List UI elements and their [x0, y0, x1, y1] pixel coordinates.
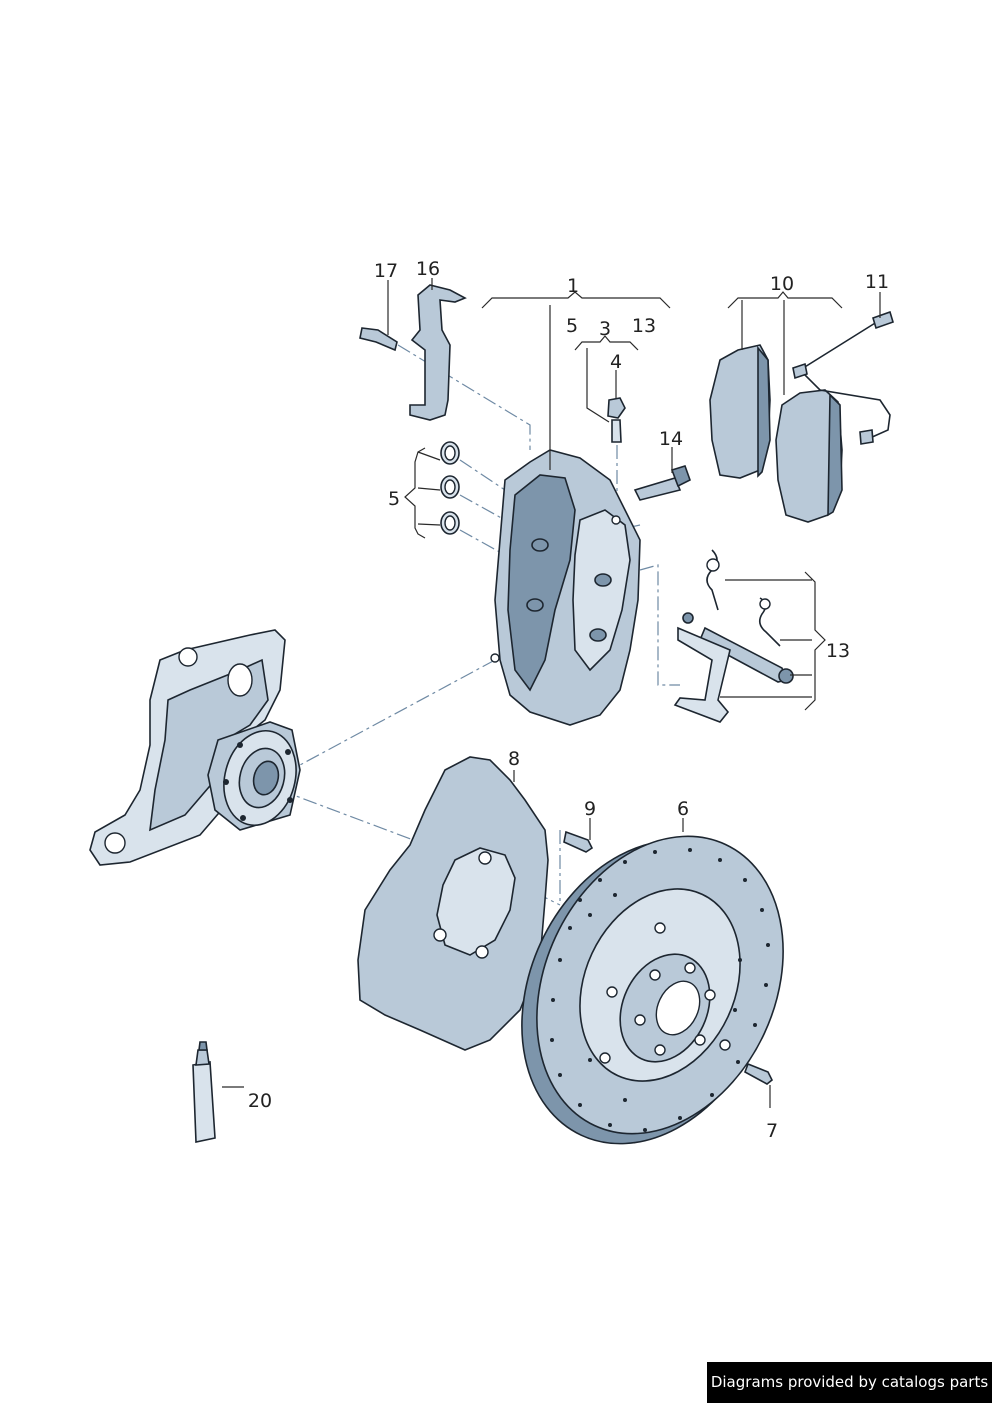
callout-7: 7 [766, 1120, 778, 1142]
callout-11: 11 [865, 271, 889, 293]
callout-10: 10 [770, 273, 794, 295]
callout-16: 16 [416, 258, 440, 280]
callout-17: 17 [374, 260, 398, 282]
callout-14: 14 [659, 428, 683, 450]
dust-shield [357, 756, 549, 1051]
shield-bolt [563, 830, 594, 853]
callout-20: 20 [248, 1090, 272, 1112]
o-rings [440, 441, 460, 535]
brake-disc [521, 835, 784, 1145]
cross-drill-holes [550, 848, 770, 1132]
callout-1: 1 [567, 275, 579, 297]
brake-line-bracket [409, 284, 467, 421]
callout-3: 3 [599, 318, 611, 340]
grease-tube [192, 1041, 216, 1143]
credit-banner: Diagrams provided by catalogs parts [707, 1362, 992, 1403]
callout-9: 9 [584, 798, 596, 820]
callout-4: 4 [610, 351, 622, 373]
callout-13-top: 13 [632, 315, 656, 337]
callout-5-left: 5 [388, 488, 400, 510]
callout-5-top: 5 [566, 315, 578, 337]
callout-labels: 1 3 4 5 13 5 6 7 8 9 10 11 13 14 16 17 2… [248, 258, 889, 1142]
brake-pads [709, 344, 843, 523]
pad-pin-bolt [633, 465, 691, 501]
bracket-bolt [359, 327, 398, 352]
steering-knuckle-hub [89, 629, 301, 866]
bleeder-valve [607, 397, 626, 443]
wear-sensor [792, 310, 894, 445]
leader-lines [222, 278, 881, 1108]
callout-6: 6 [677, 798, 689, 820]
callout-8: 8 [508, 748, 520, 770]
callout-13-right: 13 [826, 640, 850, 662]
brake-caliper [490, 449, 641, 726]
hardware-kit [673, 549, 794, 723]
disc-screw [744, 1062, 774, 1085]
